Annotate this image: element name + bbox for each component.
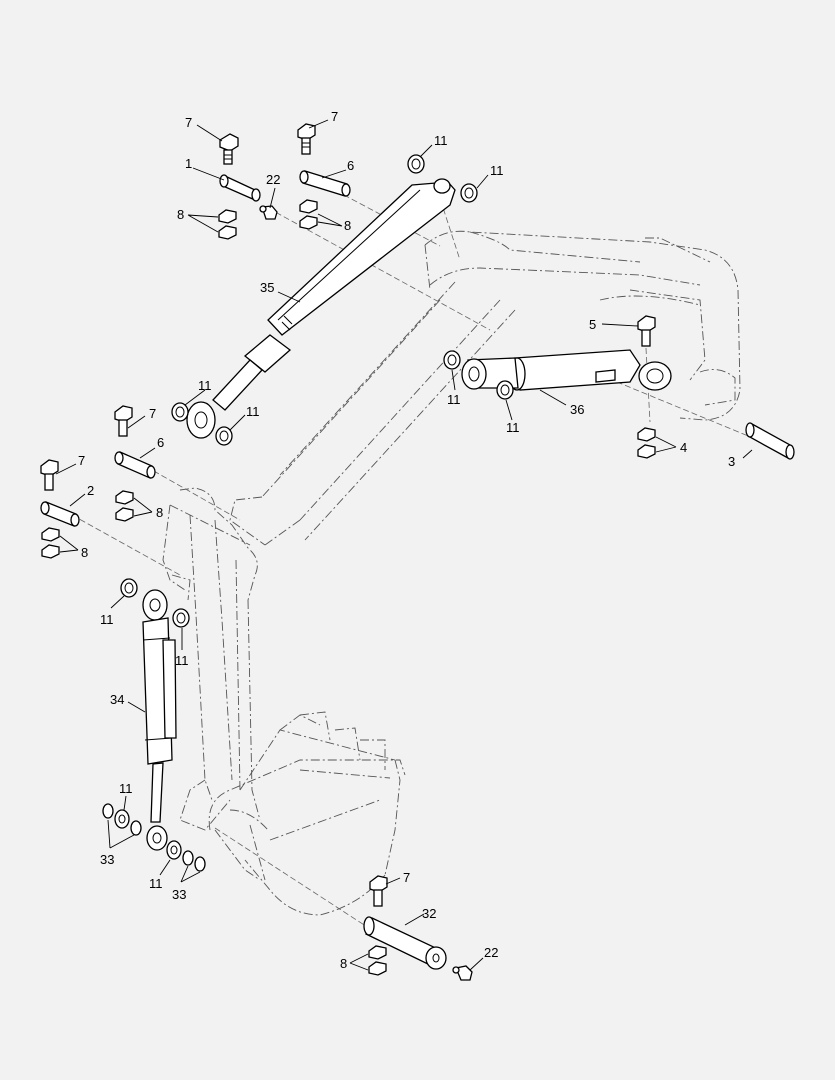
callout-6: 6 — [157, 435, 164, 450]
bolt-5 — [637, 315, 656, 347]
nuts-8-mid — [115, 490, 134, 522]
cylinder-36 — [461, 349, 672, 391]
pin-32 — [363, 916, 447, 970]
bushing-11-right-a — [443, 350, 461, 370]
callout-11: 11 — [490, 163, 504, 178]
callout-7: 7 — [78, 453, 85, 468]
callout-32: 32 — [422, 906, 436, 921]
nuts-8-upper-right — [299, 199, 318, 230]
pin-1 — [219, 174, 261, 202]
callout-2: 2 — [87, 483, 94, 498]
nuts-8-left — [41, 527, 60, 559]
leader-lines — [55, 119, 753, 971]
bushing-11-top-b — [460, 183, 478, 203]
bushing-11-arm-b — [172, 608, 190, 628]
bolt-7-bottom — [369, 875, 388, 907]
callout-6: 6 — [347, 158, 354, 173]
callout-7: 7 — [185, 115, 192, 130]
callout-7: 7 — [403, 870, 410, 885]
bushing-11-right-b — [496, 380, 514, 400]
bushing-11-arm-a — [120, 578, 138, 598]
arm-outline — [162, 487, 261, 831]
bushing-11-mid-a — [171, 402, 189, 422]
callout-7: 7 — [149, 406, 156, 421]
callout-7: 7 — [331, 109, 338, 124]
pin-6-upper — [299, 170, 351, 197]
boom-outline — [229, 230, 741, 546]
callout-11: 11 — [434, 133, 448, 148]
callout-11: 11 — [175, 653, 189, 668]
callout-labels: 7 1 8 22 7 6 8 11 11 35 11 11 5 11 11 36… — [78, 109, 735, 971]
callout-11: 11 — [447, 392, 461, 407]
seals-33-right — [166, 840, 206, 872]
callout-11: 11 — [100, 612, 114, 627]
callout-8: 8 — [156, 505, 163, 520]
bushing-11-mid-b — [215, 426, 233, 446]
nuts-8-bottom — [368, 945, 387, 976]
callout-5: 5 — [589, 317, 596, 332]
callout-34: 34 — [110, 692, 124, 707]
callout-11: 11 — [246, 404, 260, 419]
bucket-cylinder-34 — [142, 589, 177, 851]
callout-1: 1 — [185, 156, 192, 171]
callout-33: 33 — [100, 852, 114, 867]
bolt-7-left — [40, 459, 59, 491]
callout-11: 11 — [149, 876, 163, 891]
pin-2 — [40, 501, 80, 527]
pin-3 — [745, 422, 795, 460]
callout-36: 36 — [570, 402, 584, 417]
nuts-4 — [637, 427, 656, 459]
callout-8: 8 — [340, 956, 347, 971]
callout-11: 11 — [506, 420, 520, 435]
callout-33: 33 — [172, 887, 186, 902]
callout-8: 8 — [177, 207, 184, 222]
callout-3: 3 — [728, 454, 735, 469]
callout-8: 8 — [81, 545, 88, 560]
bolt-7-upper-right — [297, 123, 316, 155]
callout-11: 11 — [198, 378, 212, 393]
bolt-7-mid — [114, 405, 133, 437]
bushing-11-top-a — [407, 154, 425, 174]
pin-6-lower — [114, 451, 156, 479]
callout-11: 11 — [119, 781, 133, 796]
grease-nipple-22-upper — [259, 205, 278, 220]
callout-22: 22 — [266, 172, 280, 187]
callout-22: 22 — [484, 945, 498, 960]
boom-cylinder-35 — [186, 178, 456, 439]
bolt-7-upper-left — [219, 133, 239, 165]
seals-33-left — [102, 803, 142, 836]
callout-35: 35 — [260, 280, 274, 295]
alignment-axes — [71, 177, 759, 946]
callout-4: 4 — [680, 440, 687, 455]
grease-nipple-22-lower — [452, 965, 473, 981]
bucket-outline — [208, 711, 406, 916]
callout-8: 8 — [344, 218, 351, 233]
nuts-8-upper-left — [218, 209, 237, 240]
